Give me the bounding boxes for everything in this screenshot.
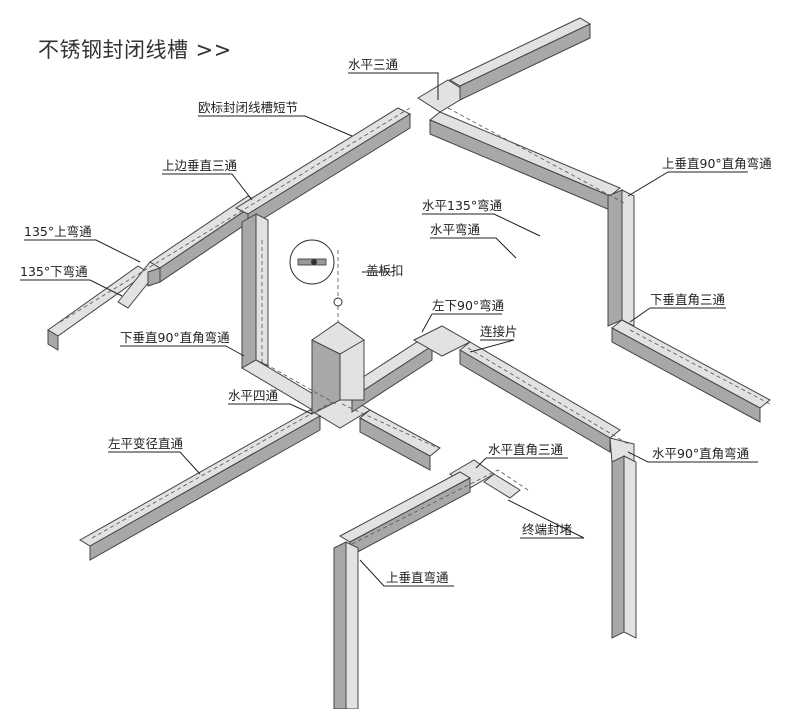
label-reducer-straight: 左平变径直通 [108,436,184,451]
label-horizontal-135-bend: 水平135°弯通 [422,198,503,213]
tray-upper-left-run [47,107,412,351]
label-up-vertical-bend: 上垂直弯通 [386,570,449,585]
label-135-up-bend: 135°上弯通 [24,224,92,239]
label-down-vertical-tee: 下垂直角三通 [650,292,726,307]
tray-four-way-cross [79,321,441,561]
page-title: 不锈钢封闭线槽 >> [38,38,232,62]
label-horizontal-right-tee: 水平直角三通 [488,442,564,457]
label-top-vertical-tee: 上边垂直三通 [162,158,238,173]
label-horizontal-bend: 水平弯通 [430,222,481,237]
label-horizontal-90-bend: 水平90°直角弯通 [652,446,750,461]
tray-right-vertical [607,189,771,423]
label-eu-short-section: 欧标封闭线槽短节 [198,100,299,115]
cover-clamp-detail [289,239,343,307]
label-end-cap: 终端封堵 [522,522,573,537]
tray-lower-tee [333,459,521,709]
label-left-down-90-bend: 左下90°弯通 [432,298,505,313]
label-horizontal-tee: 水平三通 [348,57,399,72]
label-135-down-bend: 135°下弯通 [20,264,88,279]
label-down-vertical-90-bend: 下垂直90°直角弯通 [120,330,230,345]
tray-horizontal-tee-top [417,17,621,211]
leader-lines [20,72,758,587]
label-cover-clamp: 盖板扣 [366,263,404,278]
label-up-vertical-90-bend: 上垂直90°直角弯通 [662,156,772,171]
tray-right-junction [412,325,637,639]
dashed-guides [59,107,771,545]
label-horizontal-four-way: 水平四通 [228,388,279,403]
label-connector-plate: 连接片 [480,324,518,339]
